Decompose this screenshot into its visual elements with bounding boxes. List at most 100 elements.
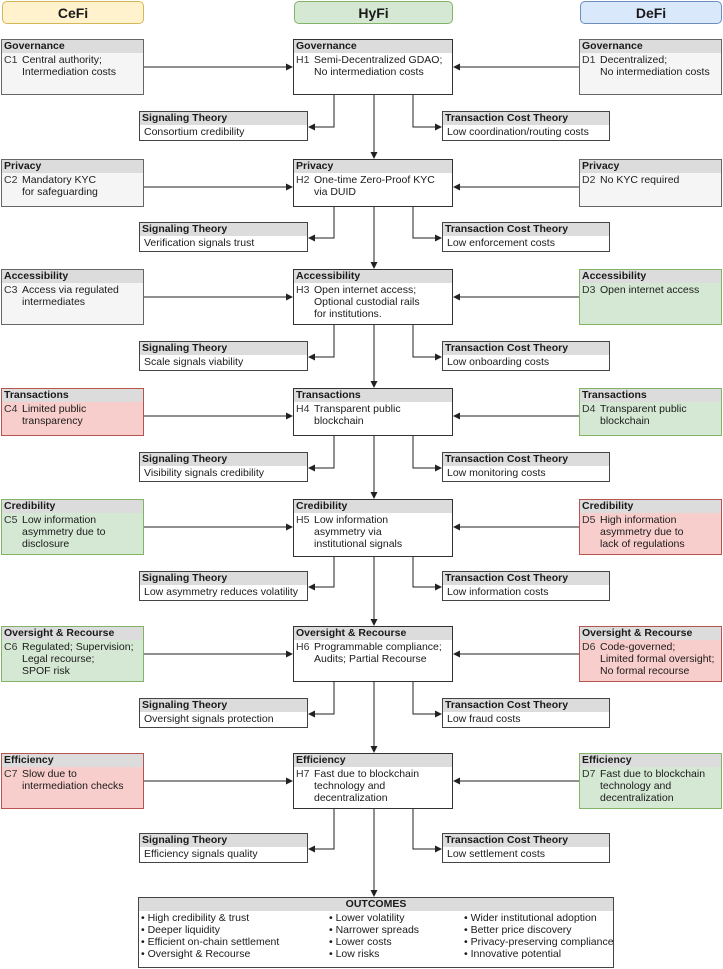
node-title: Credibility — [294, 500, 452, 513]
theory-text: Low monitoring costs — [447, 467, 546, 479]
node-title: Accessibility — [580, 270, 721, 283]
outcomes-col-3: • Wider institutional adoption • Better … — [464, 912, 614, 960]
node-code: C5 — [4, 514, 18, 526]
outcome-item: • Better price discovery — [464, 924, 572, 936]
theory-text: Low coordination/routing costs — [447, 126, 589, 138]
node-text: No KYC required — [600, 174, 680, 186]
outcome-item: • Low risks — [329, 948, 380, 960]
theory-title: Signaling Theory — [140, 112, 307, 125]
node-code: H4 — [296, 403, 310, 415]
theory-text: Low settlement costs — [447, 848, 546, 860]
node-text: Open internet access; Optional custodial… — [314, 284, 420, 320]
node-code: H2 — [296, 174, 310, 186]
theory-text: Consortium credibility — [144, 126, 245, 138]
to-signaling-arrow — [308, 557, 335, 591]
to-tct-arrow — [412, 557, 442, 591]
node-title: Efficiency — [2, 754, 143, 767]
to-signaling-arrow — [308, 95, 335, 131]
node-text: Semi-Decentralized GDAO; No intermediati… — [314, 54, 443, 78]
outcome-item: • Narrower spreads — [329, 924, 420, 936]
to-tct-arrow — [412, 325, 442, 361]
node-text: Open internet access — [600, 284, 700, 296]
outcomes-col-2: • Lower volatility • Narrower spreads • … — [329, 912, 419, 960]
node-title: Credibility — [2, 500, 143, 513]
node-title: Transactions — [294, 389, 452, 402]
theory-title: Transaction Cost Theory — [443, 112, 609, 125]
node-text: Code-governed; Limited formal oversight;… — [600, 641, 715, 677]
node-title: Efficiency — [294, 754, 452, 767]
to-tct-arrow — [412, 95, 442, 131]
theory-text: Low information costs — [447, 586, 549, 598]
outcome-item: • Lower costs — [329, 936, 392, 948]
to-tct-arrow — [412, 207, 442, 242]
theory-title: Signaling Theory — [140, 223, 307, 236]
to-tct-arrow — [412, 809, 442, 853]
theory-title: Signaling Theory — [140, 453, 307, 466]
to-signaling-arrow — [308, 207, 335, 242]
node-text: Programmable compliance; Audits; Partial… — [314, 641, 442, 665]
node-code: D2 — [582, 174, 596, 186]
theory-text: Low enforcement costs — [447, 237, 555, 249]
node-code: C2 — [4, 174, 18, 186]
theory-text: Scale signals viability — [144, 356, 244, 368]
theory-title: Transaction Cost Theory — [443, 453, 609, 466]
node-title: Oversight & Recourse — [2, 627, 143, 640]
node-text: Regulated; Supervision; Legal recourse; … — [22, 641, 134, 677]
to-tct-arrow — [412, 436, 442, 472]
hyfi-header: HyFi — [294, 1, 453, 24]
node-text: Limited public transparency — [22, 403, 87, 427]
node-code: H7 — [296, 768, 310, 780]
theory-text: Low asymmetry reduces volatility — [144, 586, 299, 598]
node-title: Privacy — [2, 160, 143, 173]
node-text: Fast due to blockchain technology and de… — [314, 768, 420, 804]
defi-header-label: DeFi — [635, 4, 667, 21]
theory-title: Transaction Cost Theory — [443, 342, 609, 355]
defi-header: DeFi — [580, 1, 722, 24]
node-code: H6 — [296, 641, 310, 653]
node-title: Governance — [294, 40, 452, 53]
node-text: One-time Zero-Proof KYC via DUID — [314, 174, 435, 198]
theory-text: Visibility signals credibility — [144, 467, 265, 479]
node-text: Slow due to intermediation checks — [22, 768, 124, 792]
to-signaling-arrow — [308, 436, 335, 472]
node-code: D3 — [582, 284, 596, 296]
theory-text: Efficiency signals quality — [144, 848, 258, 860]
outcome-item: • Innovative potential — [464, 948, 562, 960]
outcome-item: • Lower volatility — [329, 912, 405, 924]
node-text: Central authority; Intermediation costs — [22, 54, 116, 78]
node-code: D7 — [582, 768, 596, 780]
node-title: Efficiency — [580, 754, 721, 767]
node-title: Governance — [580, 40, 721, 53]
node-title: Oversight & Recourse — [580, 627, 721, 640]
theory-text: Oversight signals protection — [144, 713, 274, 725]
to-tct-arrow — [412, 682, 442, 718]
node-text: Transparent public blockchain — [600, 403, 687, 427]
node-text: Mandatory KYC for safeguarding — [22, 174, 98, 198]
node-code: H1 — [296, 54, 310, 66]
theory-title: Transaction Cost Theory — [443, 699, 609, 712]
node-code: C4 — [4, 403, 18, 415]
theory-title: Transaction Cost Theory — [443, 572, 609, 585]
to-signaling-arrow — [308, 809, 335, 853]
node-text: Access via regulated intermediates — [22, 284, 119, 308]
